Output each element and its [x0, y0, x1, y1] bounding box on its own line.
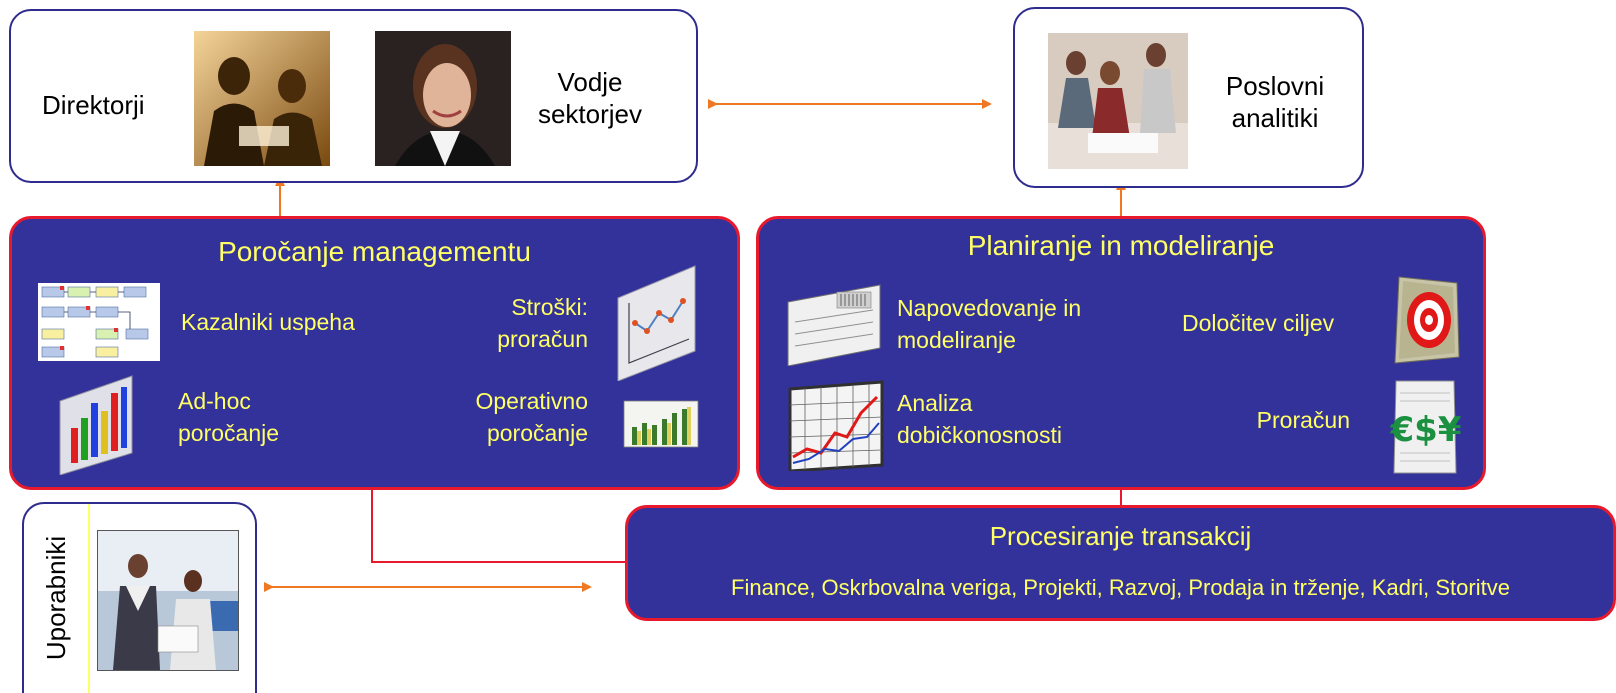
operational-label: Operativno poročanje — [475, 388, 588, 446]
currency-icon: €$¥ — [1378, 377, 1474, 475]
target-icon — [1389, 273, 1463, 368]
bar-chart-icon — [57, 373, 135, 476]
mini-bar-chart-icon — [622, 395, 700, 451]
directors-label: Direktorji — [42, 90, 145, 120]
analysts-label: Poslovni analitiki — [1225, 71, 1325, 133]
transactions-title: Procesiranje transakcij — [989, 521, 1252, 551]
photo-manager-icon — [375, 31, 511, 166]
reporting-title: Poročanje managementu — [218, 236, 531, 267]
transactions-panel — [625, 505, 1616, 621]
trend-grid-icon — [787, 379, 885, 473]
profitability-label: Analiza dobičkonosnosti — [897, 390, 1062, 448]
planning-title: Planiranje in modeliranje — [967, 230, 1275, 261]
spreadsheet-icon — [785, 282, 883, 367]
adhoc-label: Ad-hoc poročanje — [178, 388, 280, 446]
transactions-areas: Finance, Oskrbovalna veriga, Projekti, R… — [731, 575, 1510, 600]
svg-text:€$¥: €$¥ — [1390, 410, 1462, 450]
executives-box — [9, 9, 698, 183]
photo-executives-icon — [194, 31, 330, 166]
kpi-label: Kazalniki uspeha — [181, 309, 355, 335]
process-flow-icon — [38, 283, 160, 361]
costs-label: Stroški: proračun — [497, 294, 588, 352]
sector-leaders-label: Vodje sektorjev — [537, 67, 643, 129]
reporting-to-transactions-line — [371, 490, 625, 563]
users-label: Uporabniki — [41, 535, 71, 661]
budget-label: Proračun — [1256, 407, 1350, 433]
photo-users-icon — [97, 530, 239, 671]
photo-analysts-icon — [1048, 33, 1188, 169]
line-chart-icon — [615, 263, 700, 382]
goals-label: Določitev ciljev — [1182, 310, 1335, 336]
forecasting-label: Napovedovanje in modeliranje — [897, 295, 1082, 353]
users-divider — [88, 504, 90, 693]
